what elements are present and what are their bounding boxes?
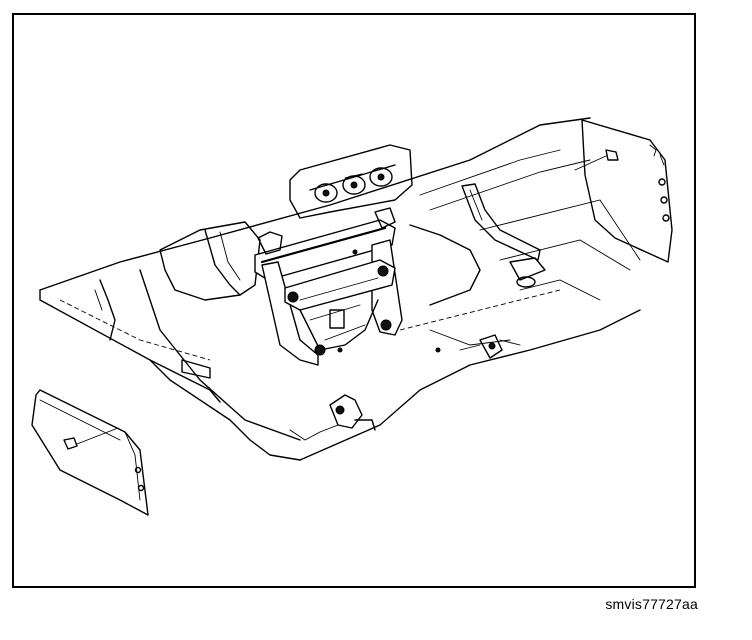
seat-belt-anchor bbox=[289, 394, 376, 441]
figure-border bbox=[12, 13, 696, 588]
bracket-bolt-icon bbox=[314, 344, 326, 356]
bracket-bolt-icon bbox=[287, 291, 299, 303]
figure-caption: smvis77727aa bbox=[605, 596, 698, 612]
instrument-panel-center-stack bbox=[289, 144, 413, 219]
left-pillar-edge bbox=[94, 279, 211, 379]
right-anchor bbox=[459, 334, 521, 359]
bracket-bolt-icon bbox=[380, 319, 392, 331]
left-panel-fastener-icon bbox=[63, 437, 78, 450]
right-side-trim-panel bbox=[574, 119, 673, 263]
transmission-tunnel bbox=[139, 221, 481, 441]
left-side-trim-panel bbox=[31, 389, 149, 516]
bracket-bolt-icon bbox=[377, 265, 389, 277]
right-panel-fastener-icon bbox=[605, 149, 619, 161]
console-bracket bbox=[254, 207, 441, 366]
pillar-trim bbox=[461, 183, 546, 288]
floor-pan bbox=[39, 117, 641, 461]
